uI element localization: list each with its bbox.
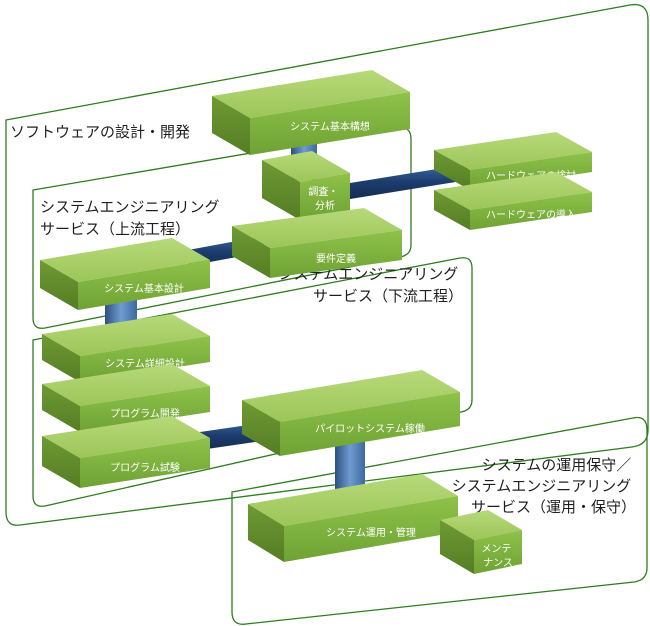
- box-label-testing: プログラム試験: [110, 461, 180, 474]
- region-label-upstream: システムエンジニアリング サービス（上流工程）: [40, 198, 224, 238]
- box-label-requirements: 要件定義: [316, 252, 356, 265]
- region-label-operation-line1: システムの運用保守／: [482, 456, 632, 474]
- region-software-design: [5, 3, 649, 526]
- box-label-hardware-install: ハードウェアの導入: [486, 208, 576, 221]
- box-label-pilot-system: パイロットシステム稼働: [315, 422, 425, 435]
- region-label-operation: システムの運用保守／ システムエンジニアリング サービス（運用・保守）: [452, 456, 636, 516]
- box-testing: プログラム試験: [42, 416, 210, 488]
- box-pilot-system: パイロットシステム稼働: [242, 370, 460, 456]
- region-label-operation-line3: サービス（運用・保守）: [471, 498, 636, 516]
- region-label-software: ソフトウェアの設計・開発: [10, 123, 190, 141]
- box-label-maintenance-line1: メンテ: [481, 544, 511, 555]
- box-label-research-line2: 分析: [315, 199, 335, 212]
- box-maintenance: メンテ ナンス: [440, 510, 522, 574]
- region-downstream: [32, 257, 473, 507]
- region-label-downstream-line2: サービス（下流工程）: [313, 287, 463, 305]
- box-basic-design: システム基本設計: [40, 238, 210, 310]
- box-label-programming: プログラム開発: [110, 407, 180, 420]
- box-operation-management: システム運用・管理: [248, 474, 458, 562]
- box-label-basic-design: システム基本設計: [104, 282, 184, 295]
- region-operation: [231, 416, 648, 625]
- box-programming: プログラム開発: [42, 364, 210, 432]
- box-hardware-install: ハードウェアの導入: [434, 172, 592, 230]
- box-label-maintenance-line2: ナンス: [483, 557, 513, 569]
- box-label-maintenance: メンテ ナンス: [481, 544, 514, 569]
- box-research-analysis: 調査・ 分析: [262, 151, 350, 220]
- box-label-system-concept: システム基本構想: [290, 120, 370, 133]
- region-label-upstream-line2: サービス（上流工程）: [40, 220, 190, 238]
- pipe-research-hw: [350, 164, 468, 199]
- box-system-concept: システム基本構想: [212, 70, 410, 155]
- box-label-research-line1: 調査・: [308, 185, 338, 198]
- region-label-operation-line2: システムエンジニアリング: [452, 477, 632, 495]
- box-requirements: 要件定義: [232, 208, 402, 278]
- region-label-upstream-line1: システムエンジニアリング: [40, 198, 220, 216]
- box-label-research-analysis: 調査・ 分析: [308, 185, 341, 212]
- box-label-operation-management: システム運用・管理: [326, 526, 416, 539]
